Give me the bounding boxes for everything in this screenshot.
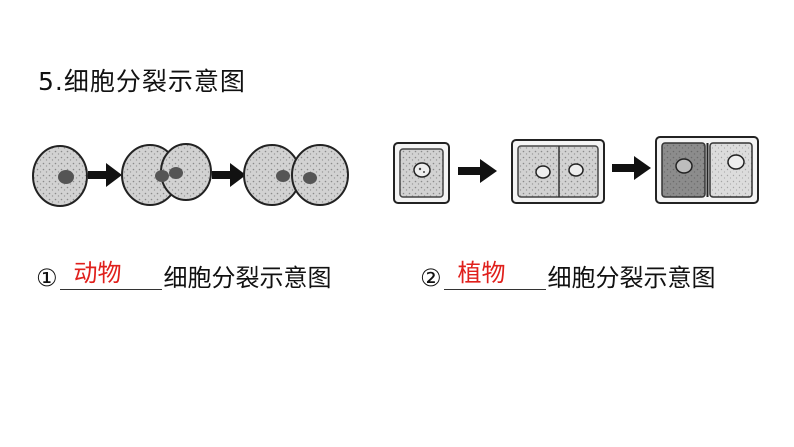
animal-cell-stage-3 [243,144,349,206]
answer-text: 植物 [457,259,506,287]
arrow-icon [458,159,497,183]
caption-marker: ② [420,264,442,292]
page-title: 5.细胞分裂示意图 [38,67,246,96]
plant-cell-stage-1 [393,142,450,204]
answer-text: 动物 [73,259,122,287]
plant-cell-stage-3 [655,136,759,204]
answer-blank: 植物 [443,259,546,290]
caption-animal: ① 动物 细胞分裂示意图 [36,258,332,293]
caption-text: 细胞分裂示意图 [163,264,332,292]
animal-cell-stage-1 [32,145,88,207]
arrow-icon [212,163,246,187]
plant-cell-stage-2 [511,139,605,204]
caption-text: 细胞分裂示意图 [547,264,716,292]
animal-cell-stage-2 [121,143,212,206]
arrow-icon [612,156,651,180]
answer-blank: 动物 [59,259,162,290]
arrow-icon [88,163,122,187]
caption-marker: ① [36,264,58,292]
caption-plant: ② 植物 细胞分裂示意图 [420,258,716,293]
